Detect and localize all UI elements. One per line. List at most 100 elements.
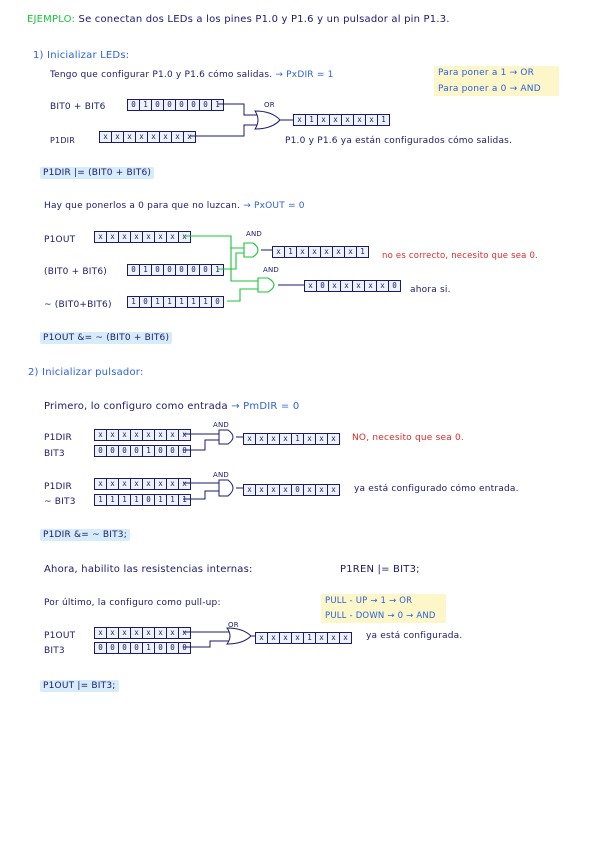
- register-bit: x: [328, 633, 340, 643]
- register-bit: x: [95, 430, 107, 440]
- s1-and-label: AND: [246, 230, 263, 238]
- register-bit: 1: [140, 100, 152, 110]
- s1-line2-arrow: → PxOUT = 0: [243, 201, 305, 211]
- register-bit: 0: [128, 100, 140, 110]
- register-bit: x: [366, 115, 378, 125]
- register-bit: x: [131, 430, 143, 440]
- register-bit: 0: [152, 100, 164, 110]
- register-bit: 0: [152, 265, 164, 275]
- register-bit: 1: [143, 643, 155, 653]
- register-bit: 0: [131, 446, 143, 456]
- register-bit: x: [377, 281, 389, 291]
- register-bit: 1: [167, 495, 179, 505]
- s1-line1-arrow: → PxDIR = 1: [275, 70, 334, 80]
- register-bit: 1: [306, 115, 318, 125]
- register-bit: 0: [188, 100, 200, 110]
- register-bit: 0: [200, 100, 212, 110]
- s2-and-gate-2: [218, 479, 234, 497]
- register-bit: 0: [107, 643, 119, 653]
- register-bit: 0: [164, 100, 176, 110]
- s1-note-or: Para poner a 1 → OR: [438, 68, 535, 78]
- register-bit: x: [155, 430, 167, 440]
- register-bit: x: [256, 485, 268, 495]
- register-bit: x: [124, 132, 136, 142]
- register-bit: 0: [107, 446, 119, 456]
- register-bit: x: [155, 479, 167, 489]
- register-bit: 0: [164, 265, 176, 275]
- register-bit: x: [297, 247, 309, 257]
- register-bit: x: [304, 485, 316, 495]
- s1-and-gate-1: [243, 242, 259, 258]
- register-bit: x: [280, 485, 292, 495]
- register-bit: 0: [140, 297, 152, 307]
- s2-line1: Primero, lo configuro como entrada → PmD…: [44, 401, 299, 412]
- register-bit: 0: [392, 281, 397, 290]
- register-bit: x: [330, 115, 342, 125]
- s1-line2-text: Hay que ponerlos a 0 para que no luzcan.: [44, 201, 241, 211]
- register-bit: x: [160, 132, 172, 142]
- register-bit: 0: [167, 643, 179, 653]
- s1-heading: 1) Inicializar LEDs:: [33, 50, 130, 61]
- register-bit: x: [268, 434, 280, 444]
- register-bit: x: [280, 434, 292, 444]
- s2-heading: 2) Inicializar pulsador:: [28, 367, 144, 378]
- register-bit: x: [119, 232, 131, 242]
- register-bit: x: [365, 281, 377, 291]
- s1-wrong-note: no es correcto, necesito que sea 0.: [382, 251, 538, 261]
- register-bit: x: [354, 115, 366, 125]
- register-bit: x: [155, 232, 167, 242]
- register-bit: 0: [143, 495, 155, 505]
- register-bit: 0: [292, 485, 304, 495]
- s2-nbit3-label: ~ BIT3: [44, 497, 76, 507]
- register-bit: x: [131, 628, 143, 638]
- register-bit: 1: [131, 495, 143, 505]
- register-bit: x: [95, 628, 107, 638]
- register-bit: 1: [285, 247, 297, 257]
- register-bit: 1: [215, 265, 220, 274]
- s2-line1-arrow: → PmDIR = 0: [231, 401, 300, 412]
- register-bit: x: [292, 633, 304, 643]
- register-bit: x: [136, 132, 148, 142]
- register-bit: 1: [304, 633, 316, 643]
- s2-right-note: ya está configurado cómo entrada.: [354, 484, 519, 494]
- s2-pull-note-box: PULL - UP → 1 → OR PULL - DOWN → 0 → AND: [321, 594, 446, 623]
- register-bit: 0: [119, 446, 131, 456]
- register-bit: x: [131, 232, 143, 242]
- register-bit: x: [107, 232, 119, 242]
- register-bit: x: [353, 281, 365, 291]
- register-bit: x: [119, 479, 131, 489]
- s1-bit-label: BIT0 + BIT6: [50, 102, 106, 112]
- s1-and-gate-2: [257, 277, 275, 293]
- register-bit: x: [268, 485, 280, 495]
- register-bit: x: [155, 628, 167, 638]
- s2-and2-label: AND: [213, 471, 230, 479]
- register-bit: x: [331, 434, 336, 443]
- s2-p1dir-label: P1DIR: [44, 433, 72, 443]
- register-bit: 0: [119, 643, 131, 653]
- s1-neg-label: ~ (BIT0+BIT6): [44, 300, 112, 310]
- s2-pullup-note: PULL - UP → 1 → OR: [325, 596, 413, 606]
- register-bit: 0: [200, 265, 212, 275]
- title-text: Se conectan dos LEDs a los pines P1.0 y …: [78, 14, 450, 25]
- register-bit: x: [107, 628, 119, 638]
- register-bit: x: [305, 281, 317, 291]
- s2-p1out-label: P1OUT: [44, 631, 76, 641]
- register-bit: 0: [128, 265, 140, 275]
- s1-done-note: P1.0 y P1.6 ya están configurados cómo s…: [285, 136, 513, 146]
- s1-or-gate: [254, 110, 281, 130]
- register-bit: x: [321, 247, 333, 257]
- register-bit: x: [268, 633, 280, 643]
- s1-line1: Tengo que configurar P1.0 y P1.6 cómo sa…: [50, 70, 334, 80]
- register-bit: 1: [188, 297, 200, 307]
- register-bit: x: [244, 434, 256, 444]
- register-bit: x: [342, 115, 354, 125]
